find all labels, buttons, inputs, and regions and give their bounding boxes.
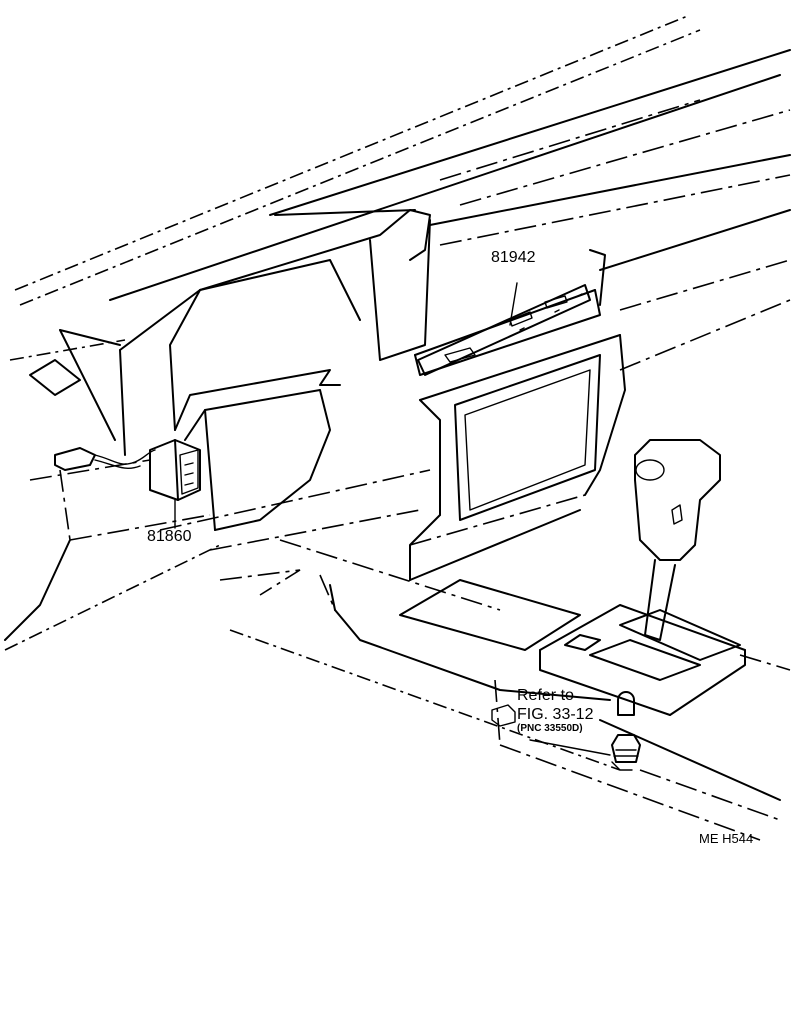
cluster-hood — [119, 209, 431, 456]
part-number-81942: 81942 — [491, 249, 536, 266]
console-lower — [219, 539, 791, 841]
lower-dash — [4, 389, 431, 651]
figure-code: ME H544 — [699, 831, 753, 846]
pnc-reference-label: (PNC 33550D) — [517, 723, 583, 734]
refer-box — [491, 704, 611, 756]
left-dash — [4, 329, 211, 641]
connector-icon — [54, 447, 156, 471]
trim-strip-81942 — [417, 282, 591, 376]
windshield-lines — [14, 14, 791, 371]
figure-reference-label: FIG. 33-12 — [517, 706, 594, 723]
shift-lever-icon — [634, 439, 721, 641]
socket-icon — [611, 734, 641, 771]
center-panel — [409, 249, 626, 581]
bulb-icon — [617, 691, 635, 716]
refer-to-label: Refer to — [517, 687, 574, 704]
part-number-81860: 81860 — [147, 528, 192, 545]
switch-icon — [149, 439, 201, 526]
